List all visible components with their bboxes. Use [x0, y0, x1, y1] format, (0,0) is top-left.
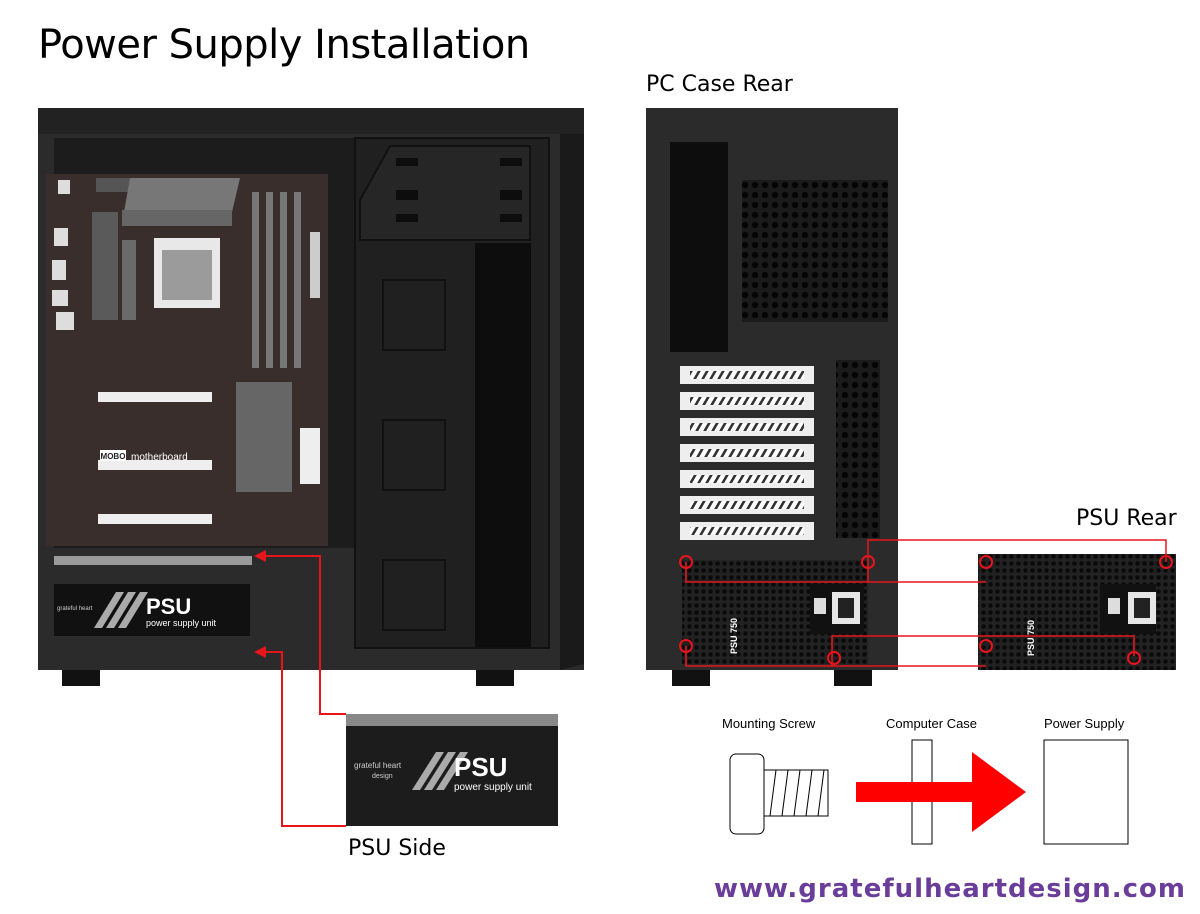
arrow-head-bottom	[254, 646, 266, 658]
psu-side-brand: grateful heart	[354, 761, 402, 770]
insert-arrows	[264, 555, 346, 827]
screw-alignment-lines	[685, 539, 1167, 667]
pc-case-side: MOBO motherboard PSU power supply unit g…	[38, 108, 584, 686]
psu-side-label: PSU Side	[348, 836, 446, 861]
psu-rear: PSU 750	[978, 554, 1176, 670]
psu-installed-subtitle: power supply unit	[146, 618, 217, 628]
case-rear-label: PC Case Rear	[646, 72, 793, 97]
screw-holes	[679, 555, 1173, 665]
mobo-text: motherboard	[131, 452, 188, 463]
page-title: Power Supply Installation	[38, 22, 530, 68]
computer-case-label: Computer Case	[886, 716, 978, 731]
power-supply-box	[1043, 739, 1129, 845]
psu-model-rear: PSU 750	[1026, 620, 1036, 656]
psu-model-case: PSU 750	[729, 618, 739, 654]
power-supply-label: Power Supply	[1044, 716, 1125, 731]
psu-installed-brand: grateful heart	[57, 606, 93, 612]
expansion-slot-covers	[680, 366, 814, 540]
psu-side-brand-2: design	[372, 773, 393, 780]
psu-side-title: PSU	[454, 752, 507, 782]
mounting-screw-head	[729, 753, 765, 835]
mobo-tag: MOBO	[101, 452, 126, 461]
psu-installed	[54, 584, 250, 636]
footer-url[interactable]: www.gratefulheartdesign.com	[714, 874, 1186, 904]
psu-side-view: grateful heart design PSU power supply u…	[346, 714, 558, 826]
screw-diagram	[729, 739, 1129, 845]
psu-side-subtitle: power supply unit	[454, 782, 532, 793]
pc-case-rear: PSU 750	[646, 108, 898, 686]
direction-arrow	[856, 752, 1026, 832]
psu-installed-title: PSU	[146, 594, 191, 619]
psu-rear-label: PSU Rear	[1076, 506, 1177, 531]
mounting-screw-label: Mounting Screw	[722, 716, 816, 731]
arrow-head-top	[254, 550, 266, 562]
